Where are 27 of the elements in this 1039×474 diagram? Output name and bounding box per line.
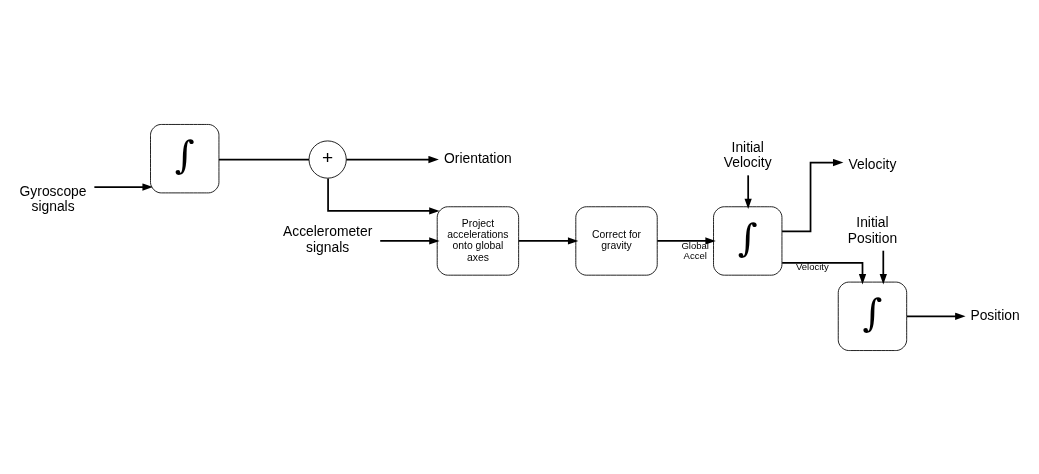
arrow: [906, 312, 966, 320]
arrow: [656, 236, 716, 245]
arrow: [517, 236, 579, 245]
arrow: [781, 158, 844, 232]
arrow: [379, 236, 440, 245]
arrow: [879, 249, 887, 284]
node-text: Initial Position: [847, 213, 898, 246]
node-text: Velocity: [848, 155, 897, 172]
node-text: Position: [970, 306, 1020, 323]
arrow: [327, 177, 440, 215]
node-text: Orientation: [444, 149, 512, 166]
node-text: Accelerometer signals: [283, 222, 373, 255]
node-box: ∫: [150, 123, 220, 193]
node-text: Gyroscope signals: [19, 182, 87, 214]
arrow: [744, 173, 752, 209]
edge-label: Global Accel: [681, 239, 709, 261]
arrow: [781, 261, 867, 284]
node-circle: +: [308, 140, 347, 179]
node-text: Initial Velocity: [723, 138, 772, 170]
arrow: [345, 155, 439, 163]
connector: [218, 158, 310, 160]
node-box: ∫: [713, 205, 783, 276]
arrow: [93, 182, 153, 191]
node-box: Correct for gravity: [575, 205, 658, 276]
edge-label: Velocity: [795, 260, 829, 272]
node-box: ∫: [837, 281, 908, 351]
node-box: Project accelerations onto global axes: [436, 205, 520, 276]
